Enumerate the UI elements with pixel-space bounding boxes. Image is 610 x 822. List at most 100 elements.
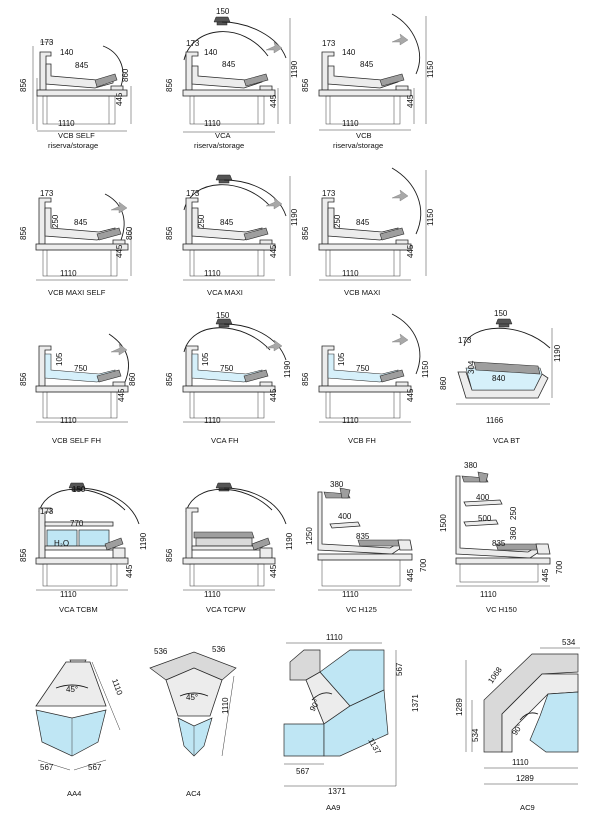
dim-445: 445 (406, 244, 415, 258)
dim-445: 445 (269, 388, 278, 402)
caption-vca-maxi: VCA MAXI (207, 288, 243, 297)
dim-445: 445 (406, 94, 415, 108)
dim-1190: 1190 (283, 360, 292, 378)
dim-445: 445 (541, 568, 550, 582)
dim-1190: 1190 (285, 532, 294, 550)
dim-835: 835 (356, 532, 370, 541)
caption-vcb: VCB (356, 131, 372, 140)
caption-vcb-self: VCB SELF (58, 131, 95, 140)
dim-445: 445 (269, 564, 278, 578)
dim-845: 845 (360, 60, 374, 69)
dim-150: 150 (216, 7, 230, 16)
dim-1110: 1110 (221, 697, 230, 714)
dim-173: 173 (322, 189, 336, 198)
dim-173: 173 (186, 39, 200, 48)
dim-1110: 1110 (60, 416, 77, 425)
dim-1110: 1110 (58, 119, 75, 128)
dim-173: 173 (40, 189, 54, 198)
dim-1110: 1110 (204, 269, 221, 278)
dim-750: 750 (356, 364, 370, 373)
dim-567: 567 (40, 763, 54, 772)
caption-ac9: AC9 (520, 803, 535, 812)
dim-105: 105 (55, 352, 64, 366)
dim-140: 140 (204, 48, 218, 57)
dim-1110: 1110 (326, 633, 343, 642)
dim-750: 750 (220, 364, 234, 373)
dim-856: 856 (165, 548, 174, 562)
dim-173: 173 (40, 38, 54, 47)
dim-250: 250 (197, 214, 206, 228)
dim-445: 445 (406, 568, 415, 582)
dim-845: 845 (356, 218, 370, 227)
caption-ac4: AC4 (186, 789, 201, 798)
dim-567: 567 (395, 662, 404, 676)
dim-1150: 1150 (426, 208, 435, 226)
dim-860: 860 (439, 376, 448, 390)
dim-845: 845 (74, 218, 88, 227)
caption-vca-sub: riserva/storage (194, 141, 244, 150)
dim-1150: 1150 (426, 60, 435, 78)
dim-856: 856 (301, 78, 310, 92)
dim-750: 750 (74, 364, 88, 373)
dim-835: 835 (492, 539, 506, 548)
dim-400: 400 (338, 512, 352, 521)
dim-1110: 1110 (204, 119, 221, 128)
dim-173: 173 (186, 189, 200, 198)
plan-ac9 (465, 647, 580, 785)
dim-534: 534 (471, 728, 480, 742)
plan-ac4 (149, 651, 237, 757)
dim-445: 445 (115, 244, 124, 258)
dim-1110: 1110 (204, 416, 221, 425)
dim-536: 536 (212, 645, 226, 654)
dim-380: 380 (330, 480, 344, 489)
dim-45deg: 45° (66, 685, 78, 694)
dim-445: 445 (115, 92, 124, 106)
dim-845: 845 (75, 61, 89, 70)
caption-vca-tcbm: VCA TCBM (59, 605, 98, 614)
dim-1166: 1166 (486, 416, 504, 425)
dim-140: 140 (60, 48, 74, 57)
dim-1110: 1110 (480, 590, 497, 599)
dim-856: 856 (19, 226, 28, 240)
caption-vc-h150: VC H150 (486, 605, 517, 614)
dim-360: 360 (509, 526, 518, 540)
dim-1110: 1110 (342, 416, 359, 425)
plan-aa9 (283, 642, 397, 787)
dim-150: 150 (72, 485, 86, 494)
caption-vcb-sub: riserva/storage (333, 141, 383, 150)
dim-1110: 1110 (342, 269, 359, 278)
dim-1190: 1190 (290, 60, 299, 78)
dim-105: 105 (337, 352, 346, 366)
dim-445: 445 (117, 388, 126, 402)
dim-567: 567 (88, 763, 102, 772)
caption-vc-h125: VC H125 (346, 605, 377, 614)
dim-845: 845 (220, 218, 234, 227)
caption-aa9: AA9 (326, 803, 340, 812)
caption-vca-tcpw: VCA TCPW (206, 605, 246, 614)
dim-1110: 1110 (342, 119, 359, 128)
dim-770: 770 (70, 519, 84, 528)
dim-1110: 1110 (512, 758, 529, 767)
caption-vcb-self-sub: riserva/storage (48, 141, 98, 150)
dim-45deg: 45° (186, 693, 198, 702)
dim-150: 150 (216, 311, 230, 320)
plan-aa4 (35, 659, 121, 771)
dim-1289: 1289 (516, 774, 534, 783)
dim-856: 856 (165, 226, 174, 240)
dim-1190: 1190 (290, 208, 299, 226)
dim-1190: 1190 (139, 532, 148, 550)
caption-aa4: AA4 (67, 789, 81, 798)
dim-445: 445 (125, 564, 134, 578)
dim-173: 173 (322, 39, 336, 48)
dim-856: 856 (19, 78, 28, 92)
dim-536: 536 (154, 647, 168, 656)
caption-vca-bt: VCA BT (493, 436, 520, 445)
dim-445: 445 (269, 244, 278, 258)
dim-400: 400 (476, 493, 490, 502)
dim-140: 140 (342, 48, 356, 57)
dim-534: 534 (562, 638, 576, 647)
dim-173: 173 (40, 507, 54, 516)
dim-1137: 1137 (366, 737, 383, 757)
